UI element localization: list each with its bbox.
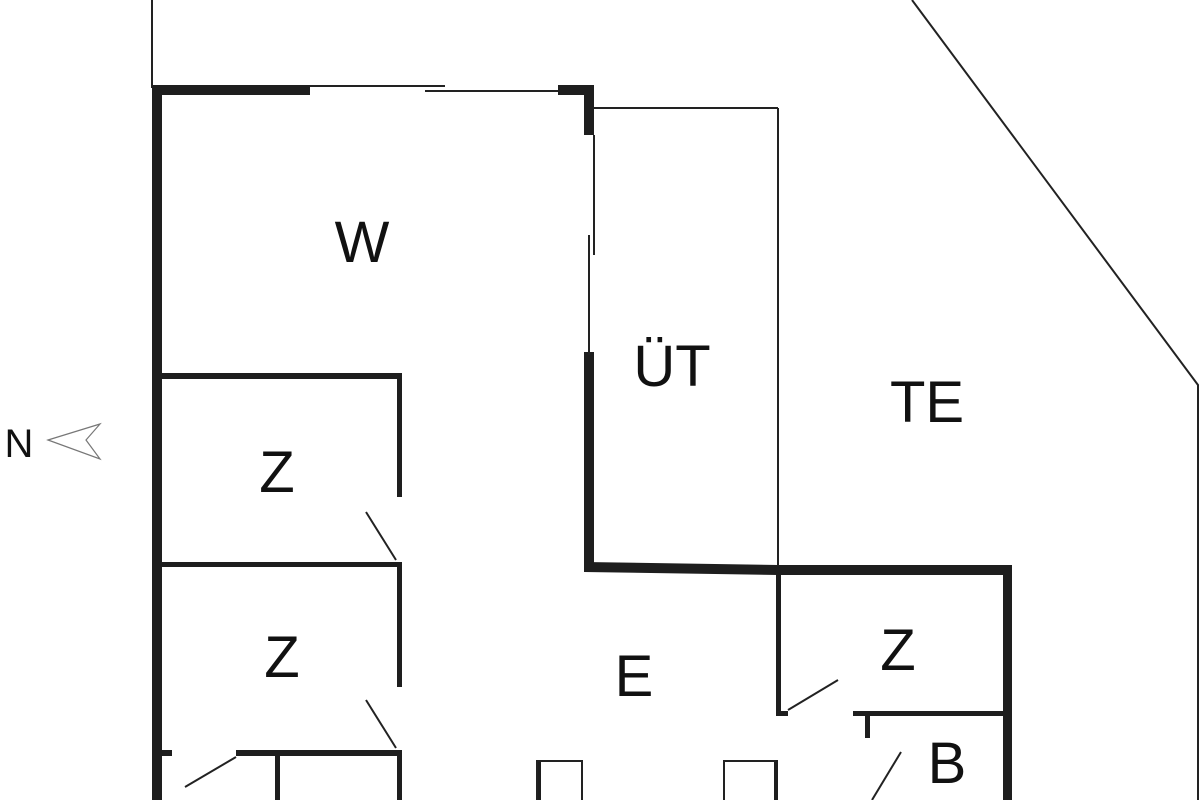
room-label-terrace: TE <box>890 370 964 435</box>
door-bedroom-2[interactable] <box>365 699 397 749</box>
room-label-covered-terrace: ÜT <box>633 334 710 399</box>
door-lower-left[interactable] <box>184 756 237 788</box>
room-label-living: W <box>335 210 390 275</box>
door-bedroom-3[interactable] <box>787 679 839 711</box>
room-label-bedroom-2: Z <box>264 625 299 690</box>
room-label-bedroom-1: Z <box>259 440 294 505</box>
room-label-bedroom-3: Z <box>880 618 915 683</box>
walls <box>152 85 1012 800</box>
room-label-bathroom: B <box>928 731 967 796</box>
windows-and-thin-walls <box>310 85 779 800</box>
site-lines <box>151 0 1199 800</box>
door-bathroom[interactable] <box>871 751 902 800</box>
compass: N <box>5 422 102 466</box>
room-labels: W ÜT TE Z Z E Z B <box>259 210 966 796</box>
compass-label: N <box>5 422 34 466</box>
door-bedroom-1[interactable] <box>365 511 397 561</box>
door-swings <box>184 511 902 800</box>
room-label-hall: E <box>615 644 654 709</box>
north-arrow-icon <box>46 422 102 461</box>
